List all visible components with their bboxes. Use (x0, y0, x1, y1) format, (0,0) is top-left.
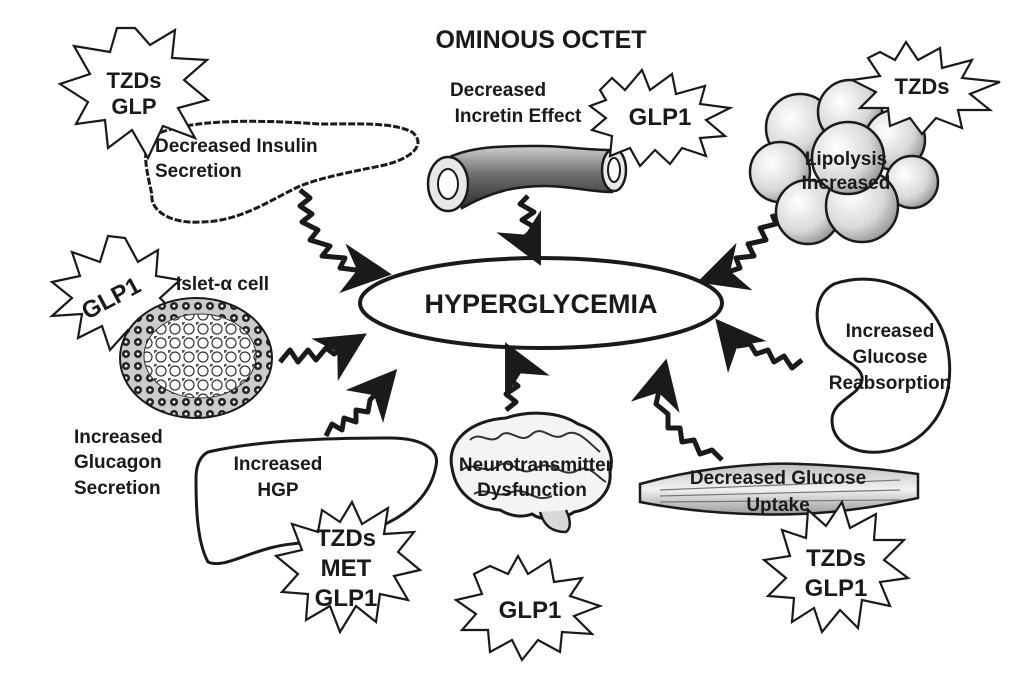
drug-star-neuro: GLP1 (453, 553, 604, 663)
glucagon-label-line1: Increased (74, 427, 163, 448)
arrow-reabsorption (715, 318, 804, 374)
fat-cells: Lipolysis Increased (748, 78, 940, 246)
drug-insulin-line1: TZDs (107, 68, 162, 93)
incretin-label-line2: Incretin Effect (455, 106, 582, 127)
arrow-uptake (630, 358, 724, 462)
incretin-label-line1: Decreased (450, 80, 546, 101)
neuro-label-line2: Dysfunction (477, 480, 587, 501)
kidney-organ: Increased Glucose Reabsorption (815, 277, 951, 454)
neuro-label-line1: Neurotransmitter (459, 455, 614, 476)
drug-incretin: GLP1 (629, 104, 692, 131)
drug-neuro: GLP1 (499, 597, 562, 624)
reabs-label-line1: Increased (846, 321, 935, 342)
uptake-label-line2: Uptake (746, 495, 809, 516)
drug-star-muscle: TZDs GLP1 (761, 499, 911, 635)
intestine-tube (426, 144, 628, 213)
drug-star-insulin: TZDs GLP (57, 26, 211, 161)
arrow-hgp (323, 368, 398, 438)
lipolysis-label-line1: Lipolysis (805, 149, 887, 170)
hgp-label-line1: Increased (234, 454, 323, 475)
drug-star-lipolysis: TZDs (848, 39, 1001, 136)
reabs-label-line2: Glucose (853, 347, 928, 368)
drug-star-incretin: GLP1 (587, 67, 734, 168)
hgp-label-line2: HGP (257, 480, 299, 501)
drug-insulin-line2: GLP (111, 94, 156, 119)
drug-hgp-line2: MET (321, 555, 372, 582)
islet-label: Islet-α cell (176, 274, 269, 295)
insulin-label-line1: Decreased Insulin (155, 136, 318, 157)
hyperglycemia-label: HYPERGLYCEMIA (424, 289, 657, 319)
pancreas-organ: Decreased Insulin Secretion (144, 119, 420, 224)
arrow-islet (278, 333, 367, 382)
muscle-organ: Decreased Glucose Uptake (638, 462, 920, 516)
arrow-neuro (503, 342, 550, 412)
diagram-title: OMINOUS OCTET (435, 26, 646, 54)
drug-hgp-line1: TZDs (316, 525, 376, 552)
glucagon-label-line3: Secretion (74, 478, 161, 499)
drug-star-hgp: TZDs MET GLP1 (273, 499, 423, 635)
lipolysis-label-line2: Increased (802, 173, 891, 194)
drug-muscle-line1: TZDs (806, 545, 866, 572)
insulin-label-line2: Secretion (155, 161, 242, 182)
islet-cells (119, 297, 273, 419)
arrow-insulin (297, 188, 392, 294)
uptake-label-line1: Decreased Glucose (690, 468, 866, 489)
incretin-label: Decreased Incretin Effect (450, 80, 582, 127)
drug-muscle-line2: GLP1 (805, 575, 868, 602)
drug-lipolysis: TZDs (895, 74, 950, 99)
glucagon-label: Increased Glucagon Secretion (74, 427, 163, 499)
arrow-lipolysis (697, 213, 779, 291)
hyperglycemia-node: HYPERGLYCEMIA (358, 256, 724, 350)
reabs-label-line3: Reabsorption (829, 373, 951, 394)
glucagon-label-line2: Glucagon (74, 452, 162, 473)
arrow-incretin (496, 194, 541, 266)
brain-organ: Neurotransmitter Dysfunction (449, 411, 614, 534)
drug-hgp-line3: GLP1 (315, 585, 378, 612)
